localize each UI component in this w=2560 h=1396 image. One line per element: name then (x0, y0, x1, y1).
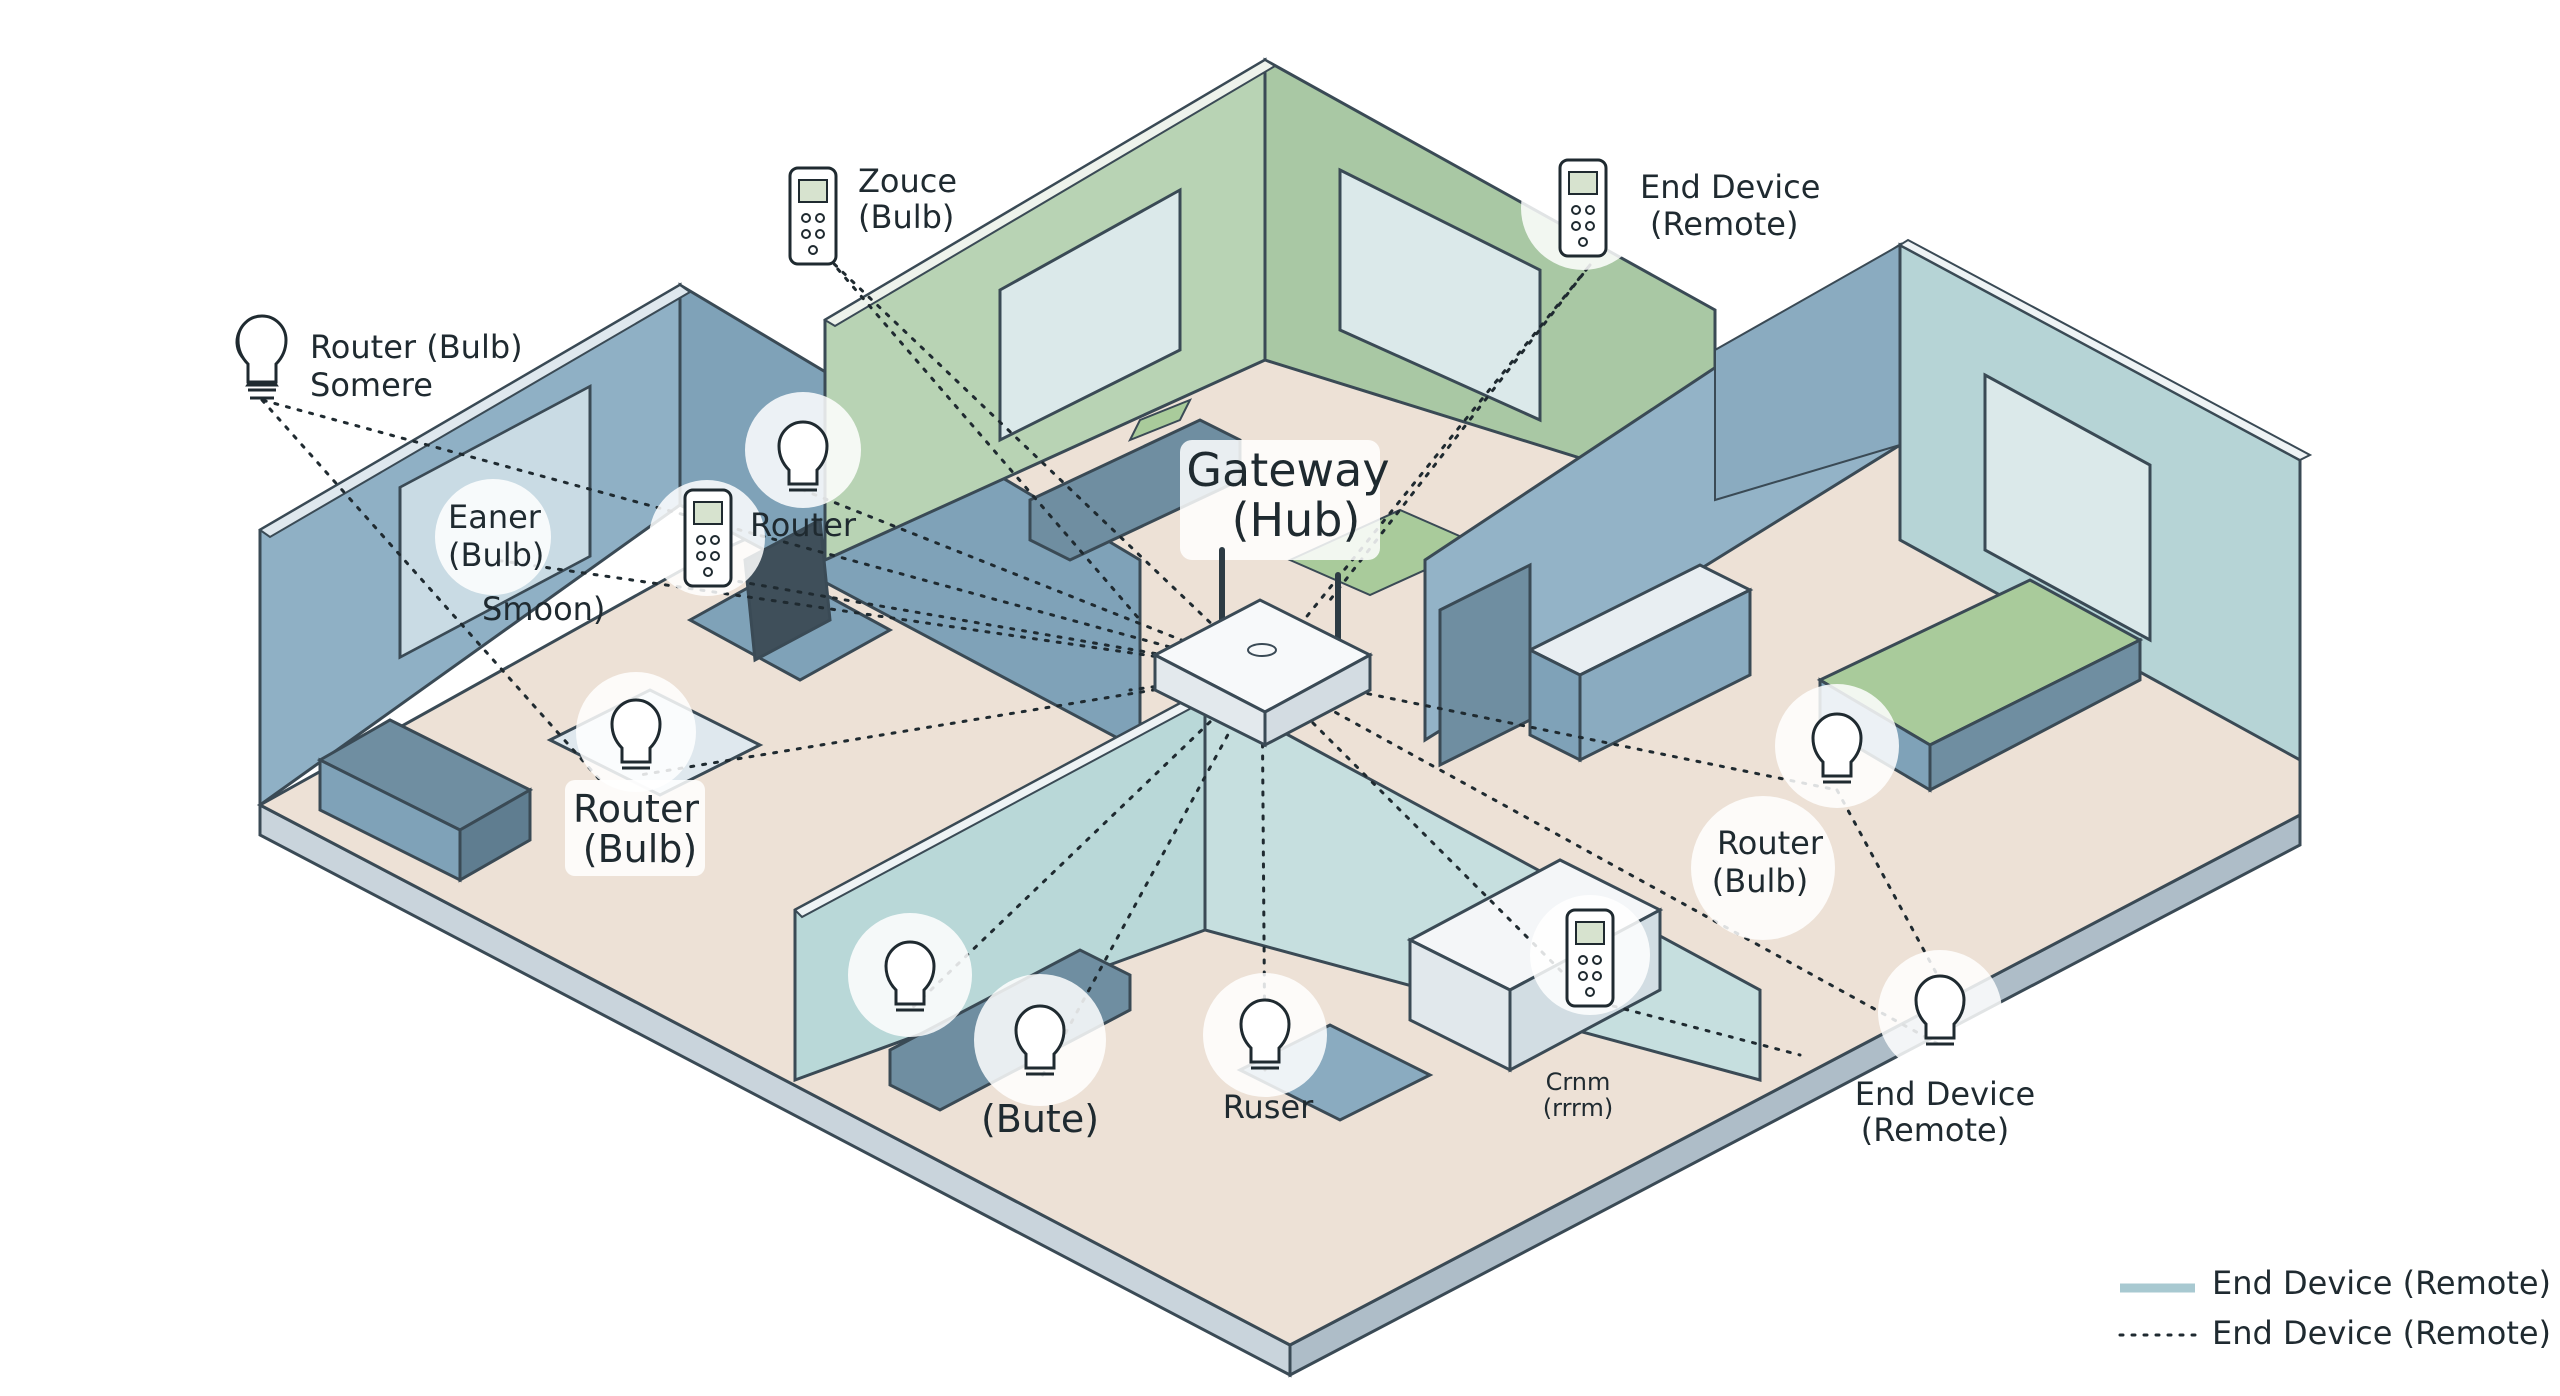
gateway-hub: Gateway (Hub) (1151, 440, 1390, 748)
label-garbled-2: (rrrm) (1543, 1094, 1613, 1122)
gateway-subtitle: (Hub) (1232, 493, 1361, 547)
label-router-bulb-right-1: Router (1717, 824, 1824, 862)
device-node-bute: (Bute) (848, 913, 1106, 1141)
connection-line (1260, 670, 1942, 1047)
label-router-bulb-somere-2: Somere (310, 366, 433, 404)
device-node-zouce: Zouce (Bulb) (788, 162, 957, 266)
legend-label-dotted: End Device (Remote) (2212, 1314, 2551, 1352)
gateway-title: Gateway (1186, 443, 1389, 497)
bulb-icon (1914, 974, 1966, 1046)
bulb-icon (777, 420, 829, 492)
device-node-ruser: Ruser (1203, 973, 1327, 1126)
label-end-device-right-1: End Device (1855, 1075, 2035, 1113)
label-end-device-top-1: End Device (1640, 168, 1820, 206)
label-ruser: Ruser (1223, 1088, 1314, 1126)
connection-line (828, 258, 1142, 622)
legend-label-solid: End Device (Remote) (2212, 1264, 2551, 1302)
label-end-device-right-2: (Remote) (1861, 1111, 2009, 1149)
bulb-icon (1014, 1004, 1066, 1076)
label-eaner-1: Eaner (448, 498, 542, 536)
label-garbled-1: Crnm (1546, 1068, 1611, 1096)
connection-line (1128, 670, 1264, 692)
label-zouce-1: Zouce (858, 162, 957, 200)
device-node-end-device-right: End Device (Remote) (1855, 950, 2035, 1149)
label-bute: (Bute) (981, 1097, 1099, 1141)
label-zouce-2: (Bulb) (858, 198, 954, 236)
device-node-router-bulb-somere: Router (Bulb) Somere (235, 314, 523, 404)
label-end-device-top-2: (Remote) (1650, 205, 1798, 243)
bulb-icon (884, 940, 936, 1012)
connection-line (493, 558, 1264, 674)
legend: End Device (Remote) End Device (Remote) (2118, 1264, 2551, 1352)
device-nodes: Zouce (Bulb) End Device (Remote) Router … (235, 146, 2035, 1149)
bulb-icon (1239, 998, 1291, 1070)
device-node-eaner: Eaner (Bulb) (435, 479, 551, 595)
connection-line (638, 670, 1264, 777)
label-router-bulb-left-1: Router (573, 787, 699, 831)
connection-line (260, 398, 602, 782)
device-node-router-bulb-right: Router (Bulb) (1691, 684, 1899, 940)
bulb-icon (1811, 712, 1863, 784)
device-node-router-bulb-left: Router (Bulb) (565, 672, 705, 876)
device-node-smoon: Smoon) (482, 590, 605, 628)
device-node-router-top: Router (649, 392, 861, 596)
bulb-icon (610, 698, 662, 770)
connection-line (1835, 788, 1942, 982)
label-router-bulb-somere-1: Router (Bulb) (310, 328, 523, 366)
top-room-walls (823, 57, 1717, 597)
device-node-garbled: Crnm (rrrm) (1530, 895, 1650, 1122)
label-router-bulb-right-2: (Bulb) (1712, 862, 1808, 900)
device-node-end-device-top: End Device (Remote) (1521, 146, 1820, 270)
label-router-bulb-left-2: (Bulb) (583, 827, 697, 871)
left-room-furniture (316, 517, 894, 883)
label-router-top: Router (750, 506, 857, 544)
right-room-walls (1423, 238, 2313, 793)
bulb-icon (235, 314, 288, 400)
label-eaner-2: (Bulb) (448, 536, 544, 574)
connection-line (801, 488, 1264, 674)
connection-line (908, 670, 1264, 1012)
connection-line (1328, 263, 1592, 602)
connection-line (1588, 998, 1802, 1057)
connection-line (1260, 263, 1592, 674)
label-smoon: Smoon) (482, 590, 605, 628)
connection-line (828, 258, 1264, 674)
